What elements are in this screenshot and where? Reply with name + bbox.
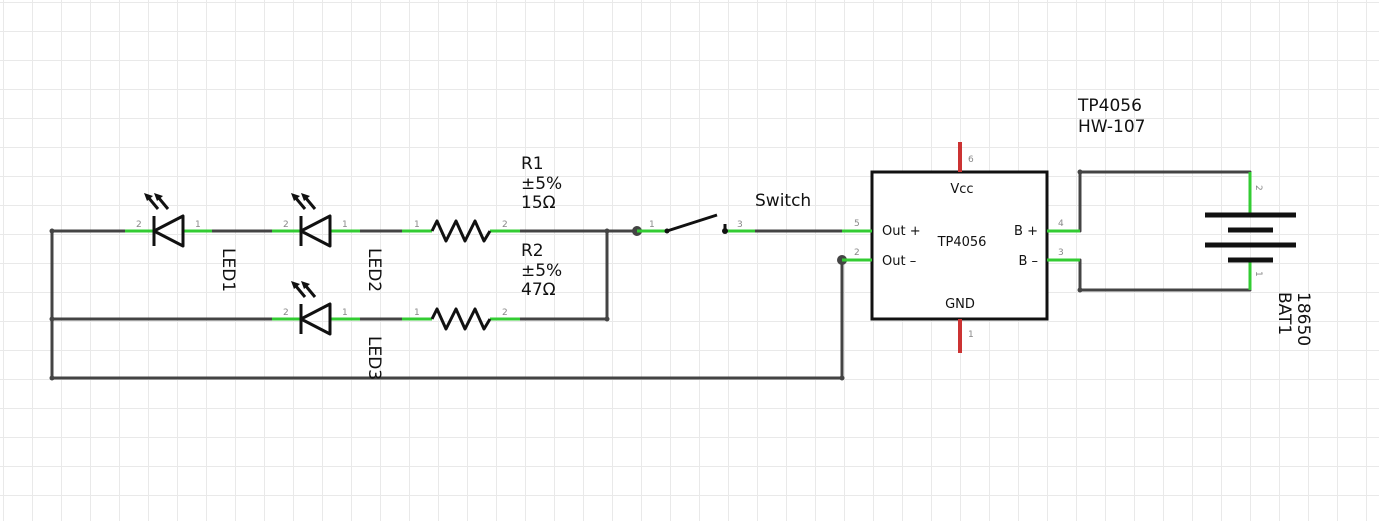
battery-bat1[interactable]: 2 1 BAT1 18650 xyxy=(1205,172,1313,346)
module-part-label-line1: TP4056 xyxy=(1077,96,1142,116)
battery-value-label: 18650 xyxy=(1293,292,1313,346)
r2-value-label: 47Ω xyxy=(521,280,556,300)
module-pin-b-minus: 3 xyxy=(1058,248,1064,258)
resistor-r1[interactable]: 1 2 R1 ±5% 15Ω xyxy=(402,154,562,243)
module-label-b-minus: B – xyxy=(1018,254,1038,269)
led3-pin-anode: 2 xyxy=(283,308,289,318)
r1-tolerance-label: ±5% xyxy=(521,174,562,194)
led3-ref-label: LED3 xyxy=(364,336,384,380)
switch-ref-label: Switch xyxy=(755,191,811,211)
r2-pin2: 2 xyxy=(502,308,508,318)
switch-lever xyxy=(666,213,718,233)
led2-ref-label: LED2 xyxy=(364,248,384,292)
module-label-out-plus: Out + xyxy=(882,224,921,239)
r1-ref-label: R1 xyxy=(521,154,544,174)
battery-ref-label: BAT1 xyxy=(1274,292,1294,335)
led3[interactable]: 2 1 LED3 xyxy=(272,281,384,380)
led1-pin-cathode: 1 xyxy=(195,220,201,230)
module-label-out-minus: Out – xyxy=(882,254,916,269)
r1-pin1: 1 xyxy=(414,220,420,230)
led2[interactable]: 2 1 LED2 xyxy=(272,193,384,292)
r2-ref-label: R2 xyxy=(521,241,544,261)
r1-zigzag xyxy=(430,219,492,243)
wire-node xyxy=(49,316,55,322)
battery-pin-bottom: 1 xyxy=(1253,271,1263,277)
switch-pin3: 3 xyxy=(737,220,743,230)
wire-node xyxy=(604,316,610,322)
led1-diode-triangle xyxy=(152,214,185,248)
led1-pin-anode: 2 xyxy=(136,220,142,230)
module-pin-out-minus: 2 xyxy=(854,248,860,258)
led2-pin-anode: 2 xyxy=(283,220,289,230)
switch-pin1: 1 xyxy=(649,220,655,230)
led3-pin-cathode: 1 xyxy=(342,308,348,318)
module-part-label-line2: HW-107 xyxy=(1078,117,1146,137)
module-name-label: TP4056 xyxy=(937,235,987,250)
wire-node xyxy=(1077,169,1083,175)
r2-tolerance-label: ±5% xyxy=(521,261,562,281)
module-label-vcc: Vcc xyxy=(950,182,973,197)
battery-pin-top: 2 xyxy=(1253,185,1263,191)
tp4056-module[interactable]: 5 2 4 3 6 1 Out + Out – B + B – Vcc GND … xyxy=(842,96,1146,353)
module-pin-vcc: 6 xyxy=(968,155,974,165)
led1[interactable]: 2 1 LED1 xyxy=(125,193,238,292)
module-label-b-plus: B + xyxy=(1014,224,1038,239)
led2-pin-cathode: 1 xyxy=(342,220,348,230)
led1-light-arrows-icon xyxy=(144,193,170,210)
switch-contact-left xyxy=(664,228,670,234)
wire-node xyxy=(839,375,845,381)
led3-light-arrows-icon xyxy=(291,281,317,298)
led1-ref-label: LED1 xyxy=(218,248,238,292)
wires xyxy=(50,170,1252,380)
r1-value-label: 15Ω xyxy=(521,193,556,213)
wire-node xyxy=(1077,287,1083,293)
switch[interactable]: 1 3 Switch xyxy=(637,191,811,234)
wire-node xyxy=(49,375,55,381)
module-pin-out-plus: 5 xyxy=(854,219,860,229)
resistor-r2[interactable]: 1 2 R2 ±5% 47Ω xyxy=(402,241,562,331)
r2-pin1: 1 xyxy=(414,308,420,318)
wire-node xyxy=(49,228,55,234)
module-pin-b-plus: 4 xyxy=(1058,219,1064,229)
module-body xyxy=(870,170,1049,321)
r1-pin2: 2 xyxy=(502,220,508,230)
led2-diode-triangle xyxy=(299,214,332,248)
module-pin-gnd: 1 xyxy=(968,330,974,340)
r2-zigzag xyxy=(430,307,492,331)
led2-light-arrows-icon xyxy=(291,193,317,210)
wire-node xyxy=(604,228,610,234)
led3-diode-triangle xyxy=(299,302,332,336)
module-label-gnd: GND xyxy=(945,297,975,312)
